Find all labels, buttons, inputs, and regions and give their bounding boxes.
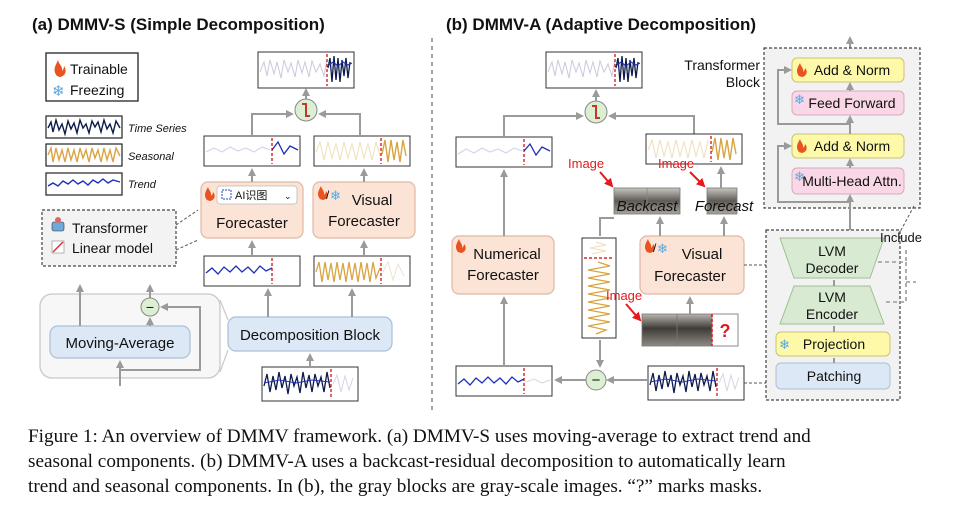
fire-icon (797, 63, 807, 77)
snowflake-icon: ❄ (794, 169, 805, 184)
linear-model-icon (51, 240, 65, 254)
fire-icon (645, 239, 655, 253)
snowflake-icon: ❄ (52, 83, 65, 100)
visual-forecaster-label-1: Visual (352, 192, 393, 209)
snowflake-icon: ❄ (794, 92, 805, 107)
mask-block (711, 313, 739, 347)
panel-b-title: (b) DMMV-A (Adaptive Decomposition) (446, 15, 756, 34)
moving-average-box (49, 325, 191, 359)
numerical-forecaster-box: Numerical Forecaster (451, 235, 555, 295)
legend-time-series: Time Series (128, 123, 187, 135)
visual-forecaster-box-b: / ❄ Visual Forecaster (639, 235, 745, 295)
legend-train-freeze: Trainable ❄ Freezing (45, 52, 139, 102)
input-chart-b (647, 365, 745, 401)
mask-mark: ? (720, 321, 731, 341)
snowflake-icon: ❄ (330, 188, 341, 203)
legend-transformer: Transformer (72, 220, 148, 236)
decomposition-block-label: Decomposition Block (240, 327, 381, 344)
transformer-icon (51, 217, 65, 232)
trend-residual-chart (455, 365, 553, 397)
visual-forecaster-b-label-1: Visual (682, 246, 723, 263)
svg-text:/: / (653, 241, 657, 255)
minus-node-b: − (585, 369, 607, 391)
transformer-block-label-2: Block (726, 74, 761, 90)
fire-icon (54, 60, 66, 77)
combine-node-a (294, 98, 318, 122)
svg-text:/: / (326, 188, 330, 202)
backcast-label: Backcast (617, 198, 679, 215)
visual-forecaster-b-label-2: Forecaster (654, 268, 726, 285)
visual-forecaster-label-2: Forecaster (328, 213, 400, 230)
series-legend: Time Series Seasonal Trend (45, 115, 187, 196)
svg-text:−: − (592, 372, 601, 389)
legend-trend: Trend (128, 179, 157, 191)
legend-seasonal: Seasonal (128, 151, 174, 163)
svg-text:Patching: Patching (807, 368, 861, 384)
seasonal-forecast-chart-a (313, 135, 411, 167)
trend-forecast-chart-a (203, 135, 301, 167)
scan-icon (221, 189, 232, 200)
legend-freezing: Freezing (70, 82, 124, 98)
seasonal-chart-a (313, 255, 411, 287)
svg-text:Encoder: Encoder (806, 306, 858, 322)
fire-icon (797, 139, 807, 153)
minus-node-a: − (140, 297, 160, 317)
svg-text:LVM: LVM (818, 243, 846, 259)
seasonal-swatch (47, 145, 121, 163)
caption-line-3: trend and seasonal components. In (b), t… (28, 476, 763, 497)
svg-text:LVM: LVM (818, 289, 846, 305)
lvm-encoder (779, 285, 885, 325)
svg-text:Decoder: Decoder (806, 260, 859, 276)
forecaster-box-a: AI识图 ⌄ Forecaster (200, 181, 304, 239)
svg-text:Multi-Head Attn.: Multi-Head Attn. (802, 173, 902, 189)
legend-trainable: Trainable (70, 61, 128, 77)
svg-text:Feed Forward: Feed Forward (808, 95, 895, 111)
backcast-seasonal-chart (581, 237, 617, 339)
image-label-forecast: Image (658, 156, 694, 171)
model-legend: Transformer Linear model (41, 209, 177, 267)
chevron-down-icon: ⌄ (284, 191, 292, 201)
ai-tool-chip[interactable] (216, 185, 298, 205)
caption-line-1: Figure 1: An overview of DMMV framework.… (28, 426, 811, 447)
fire-icon (456, 239, 466, 253)
image-label-backcast: Image (568, 156, 604, 171)
forecaster-label: Forecaster (216, 215, 288, 232)
snowflake-icon: ❄ (779, 337, 790, 352)
numerical-forecaster-label-2: Forecaster (467, 267, 539, 284)
visual-forecaster-box-a: / ❄ Visual Forecaster (312, 181, 416, 239)
framework-figure: (a) DMMV-S (Simple Decomposition) (b) DM… (32, 15, 922, 410)
legend-linear-model: Linear model (72, 240, 153, 256)
time-series-swatch (47, 117, 121, 137)
decomposition-block-a (227, 316, 393, 352)
snowflake-icon: ❄ (657, 241, 668, 256)
include-label: Include (880, 230, 922, 245)
input-chart-a (261, 366, 359, 402)
caption-line-2: seasonal components. (b) DMMV-A uses a b… (28, 451, 786, 472)
output-chart-b (545, 51, 643, 89)
forecast-image (706, 187, 738, 215)
output-chart-a (257, 51, 355, 89)
moving-average-label: Moving-Average (66, 335, 175, 352)
seasonal-forecast-chart-b (645, 133, 743, 165)
trend-forecast-chart-b (455, 136, 553, 168)
svg-text:−: − (146, 299, 154, 315)
numerical-forecaster-label-1: Numerical (473, 246, 541, 263)
svg-text:Projection: Projection (803, 336, 865, 352)
svg-text:Add & Norm: Add & Norm (814, 138, 890, 154)
fire-icon (205, 187, 215, 201)
ai-tool-label: AI识图 (235, 189, 267, 202)
lvm-decoder (779, 237, 885, 279)
forecast-label: Forecast (695, 198, 754, 215)
fire-icon (318, 186, 328, 200)
transformer-block-label-1: Transformer (684, 57, 760, 73)
image-label-masked: Image (606, 288, 642, 303)
figure-caption: Figure 1: An overview of DMMV framework.… (28, 424, 958, 499)
combine-node-b (584, 100, 608, 124)
trend-chart-a (203, 255, 301, 287)
svg-text:Add & Norm: Add & Norm (814, 62, 890, 78)
panel-a-title: (a) DMMV-S (Simple Decomposition) (32, 15, 325, 34)
trend-swatch (47, 178, 121, 187)
